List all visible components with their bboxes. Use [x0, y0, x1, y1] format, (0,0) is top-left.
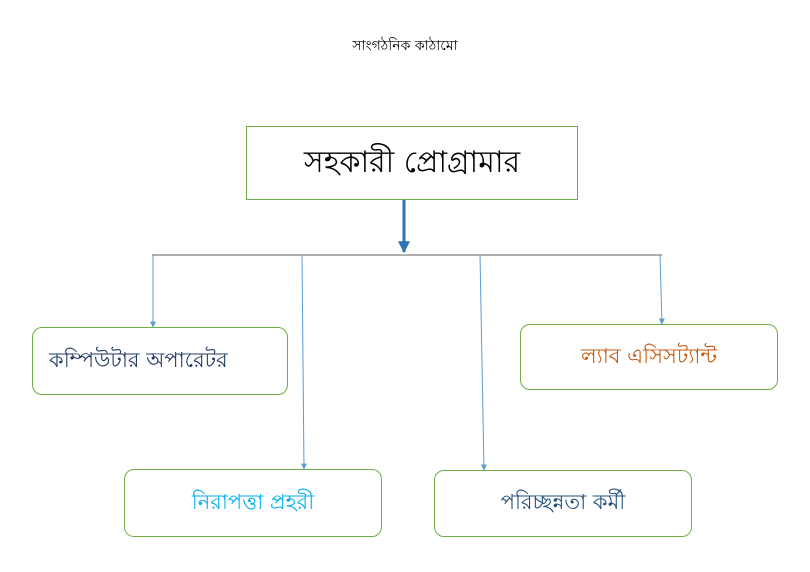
root-node-label: সহকারী প্রোগ্রামার — [303, 144, 521, 180]
node-lab-assistant: ল্যাব এসিসট্যান্ট — [520, 324, 778, 390]
node-cleaner: পরিচ্ছন্নতা কর্মী — [434, 470, 692, 537]
node-computer-operator: কম্পিউটার অপারেটর — [32, 327, 288, 395]
arrow-to-cleaner — [479, 254, 487, 471]
node-security-guard-label: নিরাপত্তা প্রহরী — [191, 489, 315, 514]
node-computer-operator-label: কম্পিউটার অপারেটর — [49, 347, 228, 372]
arrow-to-security-guard — [300, 254, 307, 470]
node-cleaner-label: পরিচ্ছন্নতা কর্মী — [500, 490, 626, 514]
root-node-assistant-programmer: সহকারী প্রোগ্রামার — [246, 126, 578, 200]
page-title: সাংগঠনিক কাঠামো — [352, 38, 458, 54]
node-security-guard: নিরাপত্তা প্রহরী — [124, 469, 382, 537]
node-lab-assistant-label: ল্যাব এসিসট্যান্ট — [580, 343, 718, 368]
arrow-to-lab-assistant — [658, 254, 665, 325]
